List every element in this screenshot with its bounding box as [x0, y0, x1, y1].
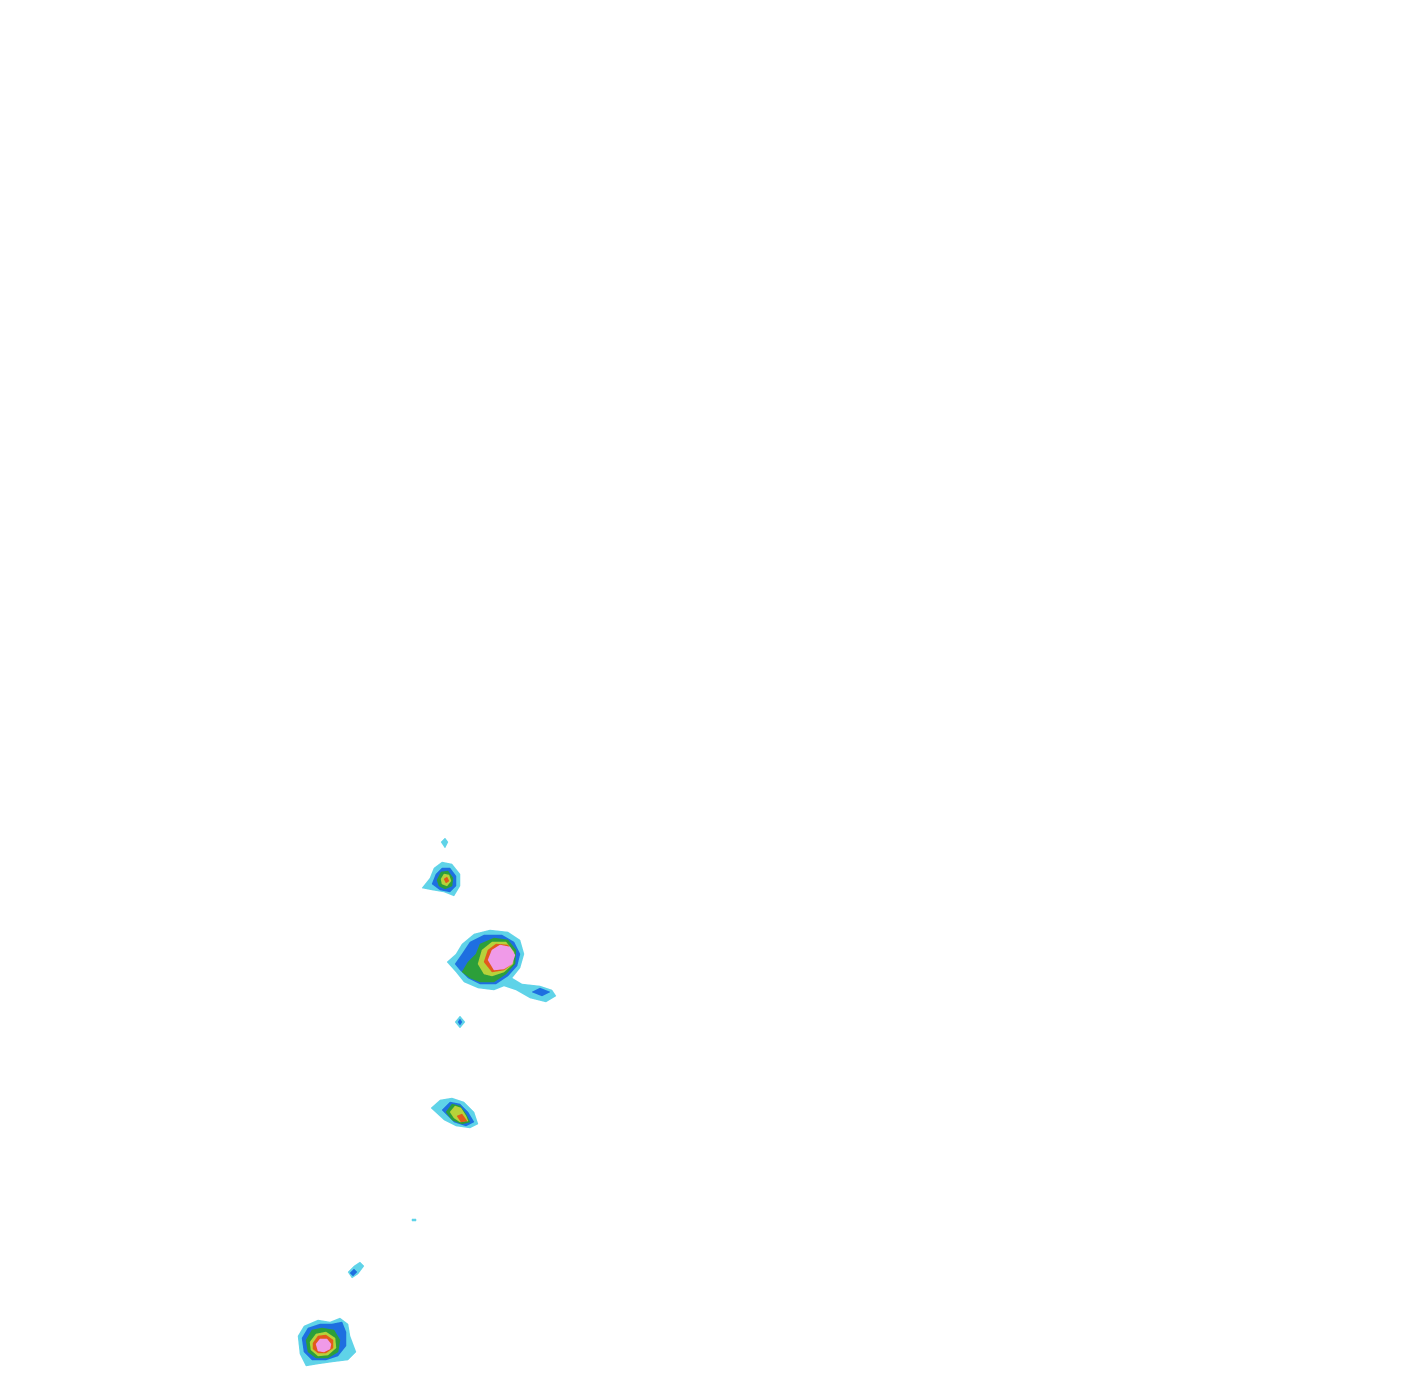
cell-central [430, 1097, 479, 1129]
contour-level1 [440, 837, 449, 849]
contour-level5 [456, 1113, 468, 1123]
contour-level2 [531, 987, 551, 997]
cell-small-southwest [347, 1261, 365, 1279]
cell-speck-mid [454, 1015, 466, 1029]
cell-southwest [297, 1317, 357, 1367]
contour-level6 [487, 944, 516, 971]
contour-level6 [315, 1338, 332, 1353]
cell-main [446, 929, 557, 1003]
cell-speck-south [411, 1218, 417, 1222]
contour-level2 [349, 1268, 358, 1277]
contour-level2 [457, 1018, 463, 1026]
contour-level1 [411, 1218, 417, 1222]
cell-north [421, 861, 461, 897]
cell-speck-north [440, 837, 449, 849]
contour-level5 [443, 876, 450, 884]
